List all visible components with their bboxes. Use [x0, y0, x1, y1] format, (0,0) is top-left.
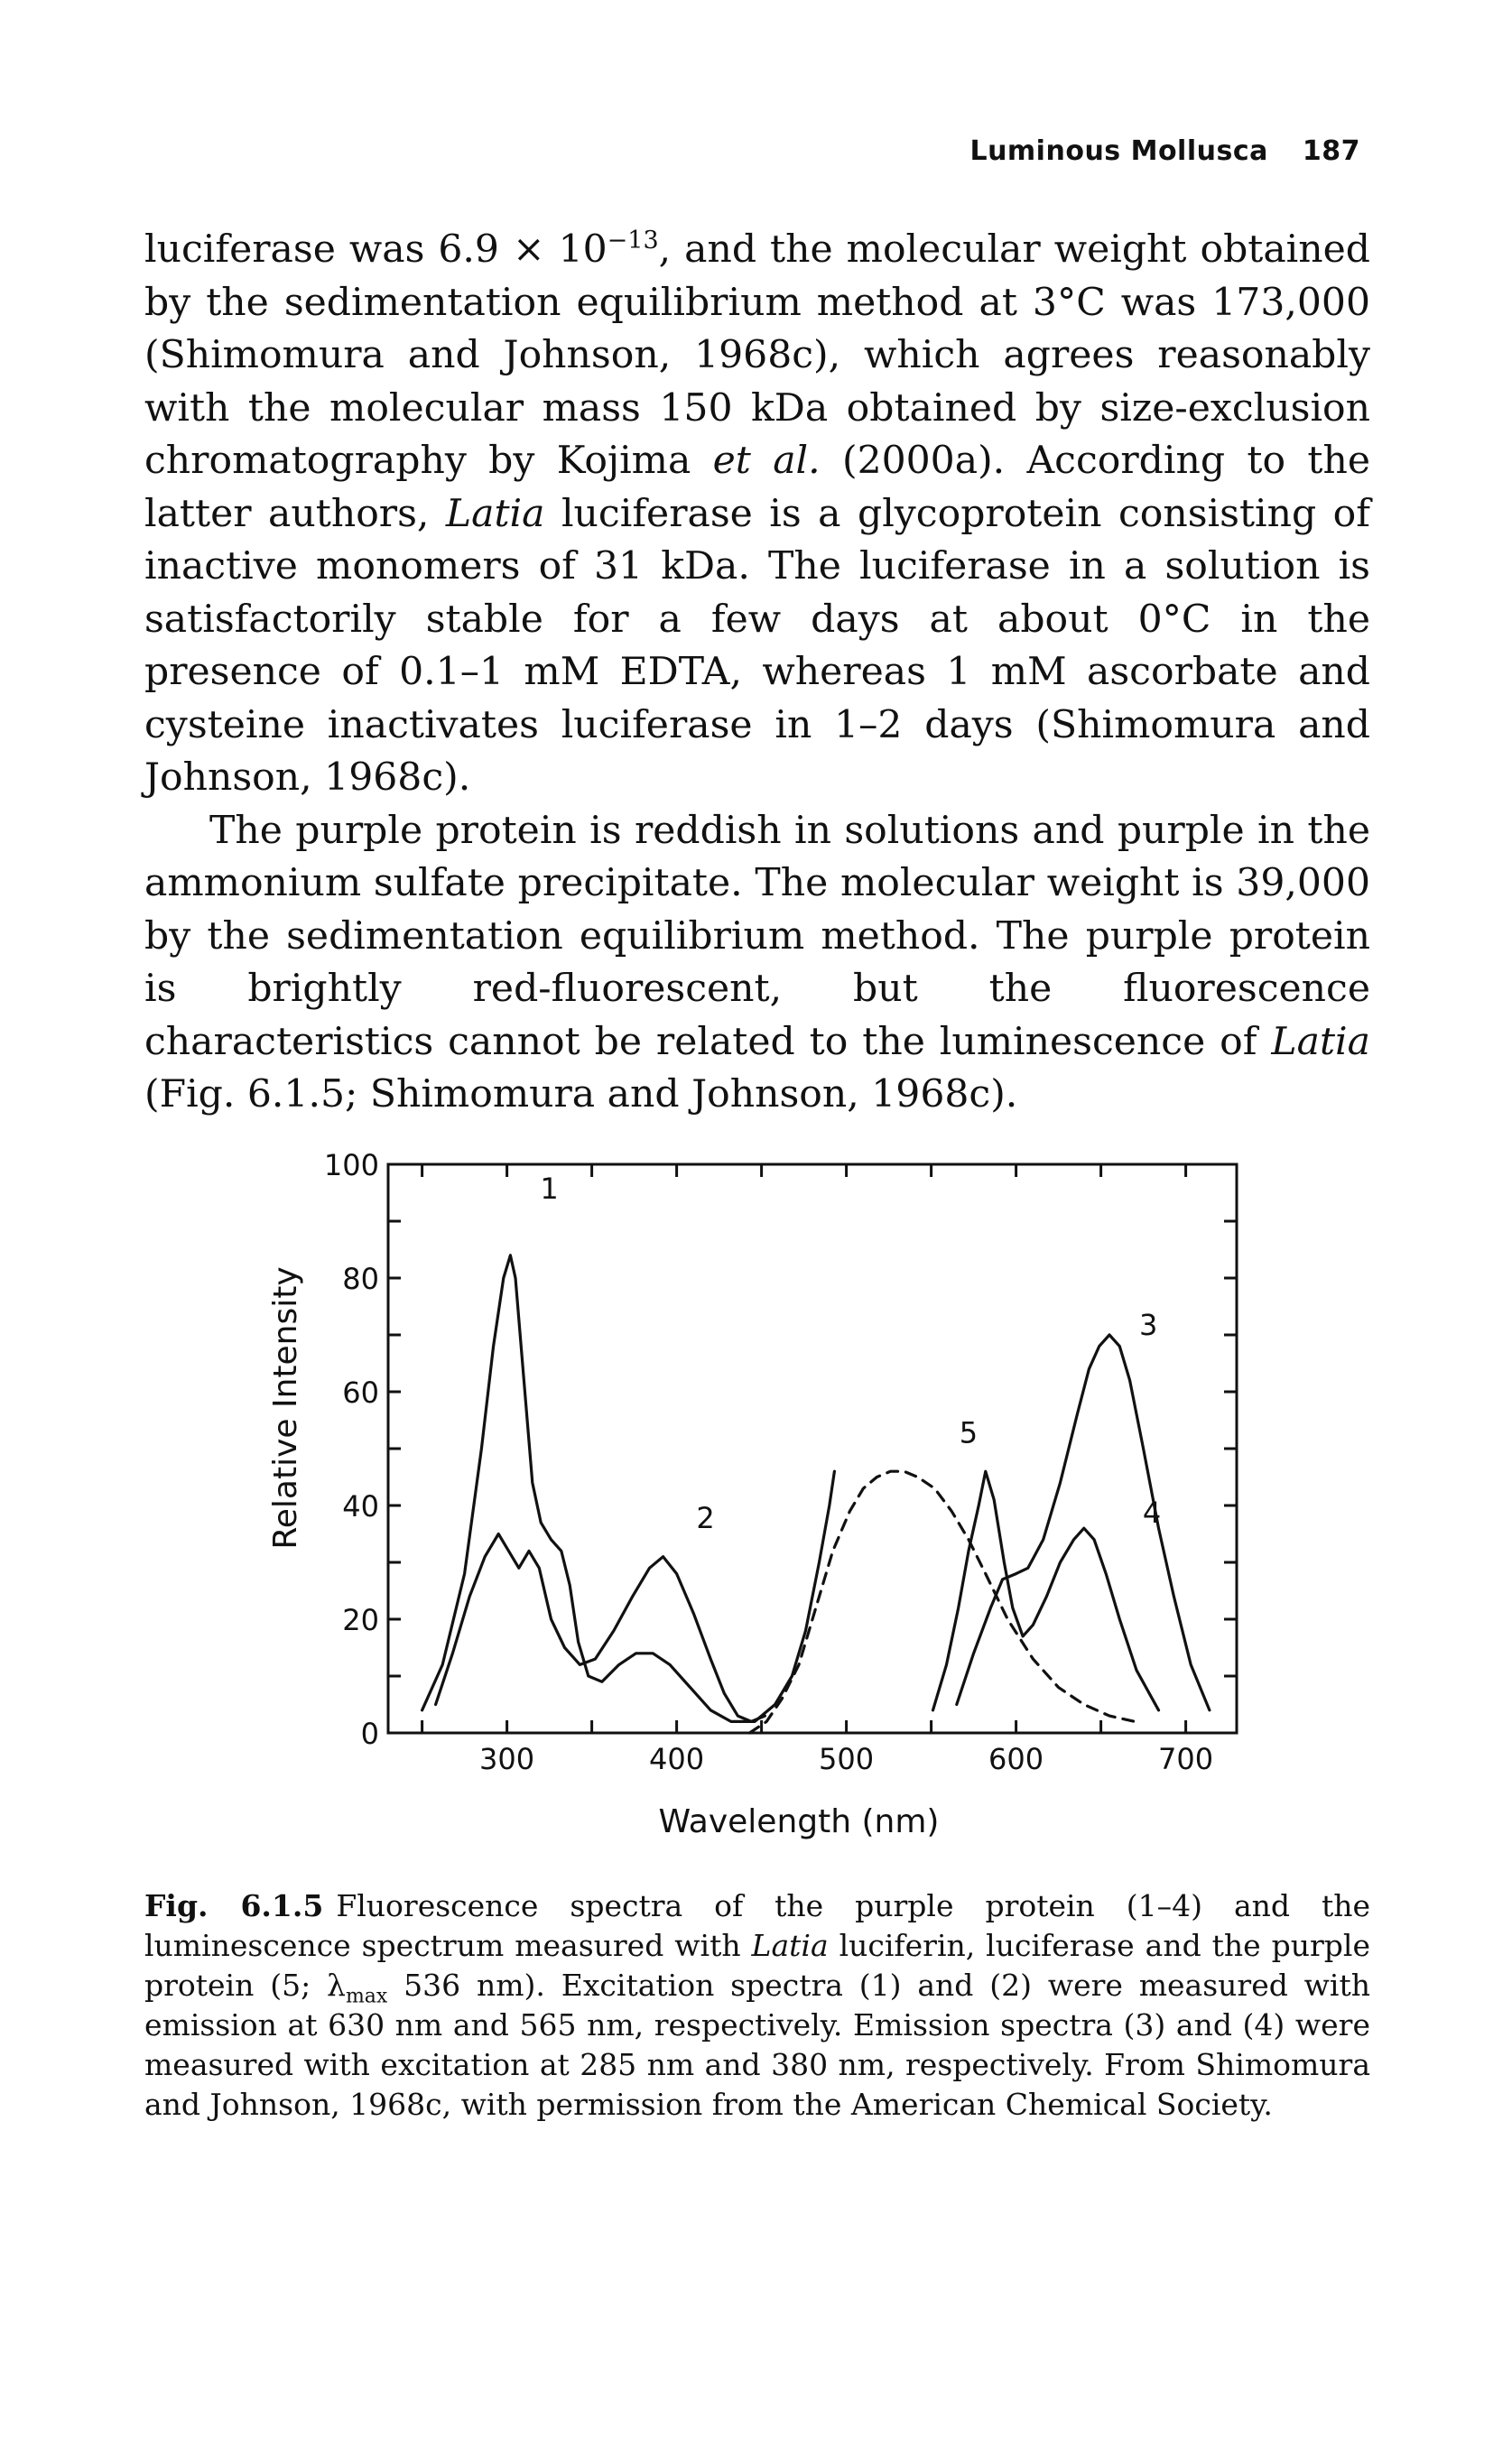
y-tick-label: 60: [342, 1376, 379, 1410]
y-tick-label: 80: [342, 1262, 379, 1296]
x-tick-label: 400: [649, 1742, 704, 1776]
caption-text-b: luciferin, luciferase and the purple pro…: [144, 1928, 1370, 2003]
series-2-line: [434, 1532, 767, 1724]
p1-exponent: −13: [607, 226, 659, 255]
p1-text-c: (2000a). According to the latter authors…: [144, 439, 1370, 536]
paragraph-1: luciferase was 6.9 × 10−13, and the mole…: [144, 224, 1370, 805]
caption-text-c: 536 nm). Excitation spectra (1) and (2) …: [144, 1968, 1370, 2122]
series-1-line: [421, 1254, 837, 1724]
series-3-label: 3: [1139, 1308, 1157, 1342]
y-tick-label: 20: [342, 1603, 379, 1637]
x-axis-label: Wavelength (nm): [659, 1803, 940, 1840]
p1-text-d: luciferase is a glycoprotein consisting …: [144, 491, 1370, 801]
y-tick-label: 100: [324, 1148, 379, 1182]
series-5-line: [747, 1469, 1136, 1735]
running-title: Luminous Mollusca: [969, 135, 1268, 167]
p1-latia: Latia: [445, 491, 545, 536]
p2-text-a: The purple protein is reddish in solutio…: [144, 808, 1370, 1064]
caption-latia: Latia: [751, 1928, 829, 1963]
y-tick-label: 0: [361, 1717, 379, 1751]
x-tick-label: 300: [479, 1742, 534, 1776]
series-1-label: 1: [540, 1172, 558, 1206]
y-tick-label: 40: [342, 1489, 379, 1524]
running-header: Luminous Mollusca 187: [969, 135, 1360, 167]
p1-text-b: , and the molecular weight obtained by t…: [144, 227, 1371, 483]
series-3-line: [955, 1333, 1211, 1712]
series-5-label: 5: [960, 1416, 978, 1450]
p2-latia: Latia: [1271, 1019, 1370, 1064]
x-tick-label: 700: [1158, 1742, 1213, 1776]
caption-label: Fig. 6.1.5: [144, 1888, 324, 1923]
x-tick-label: 500: [819, 1742, 874, 1776]
plot-frame: [386, 1163, 1238, 1735]
p2-text-b: (Fig. 6.1.5; Shimomura and Johnson, 1968…: [144, 1072, 1018, 1116]
p1-et-al: et al.: [712, 439, 821, 483]
caption-text-a: Fluorescence spectra of the purple prote…: [144, 1888, 1370, 1963]
x-tick-label: 600: [988, 1742, 1044, 1776]
series-2-label: 2: [696, 1501, 714, 1535]
p1-text-a: luciferase was 6.9 × 10: [144, 227, 608, 272]
page-number: 187: [1302, 135, 1360, 167]
series-4-label: 4: [1143, 1496, 1161, 1530]
body-text: luciferase was 6.9 × 10−13, and the mole…: [144, 224, 1370, 1122]
paragraph-2: The purple protein is reddish in solutio…: [144, 805, 1370, 1122]
fluorescence-spectra-chart: 0 20 40 60 80 100 300 400 500 600 700 1 2 3 4 5 Wavele…: [267, 1148, 1238, 1840]
y-axis-label: Relative Intensity: [267, 1266, 304, 1549]
caption-lambda-sub: max: [345, 1985, 388, 2008]
